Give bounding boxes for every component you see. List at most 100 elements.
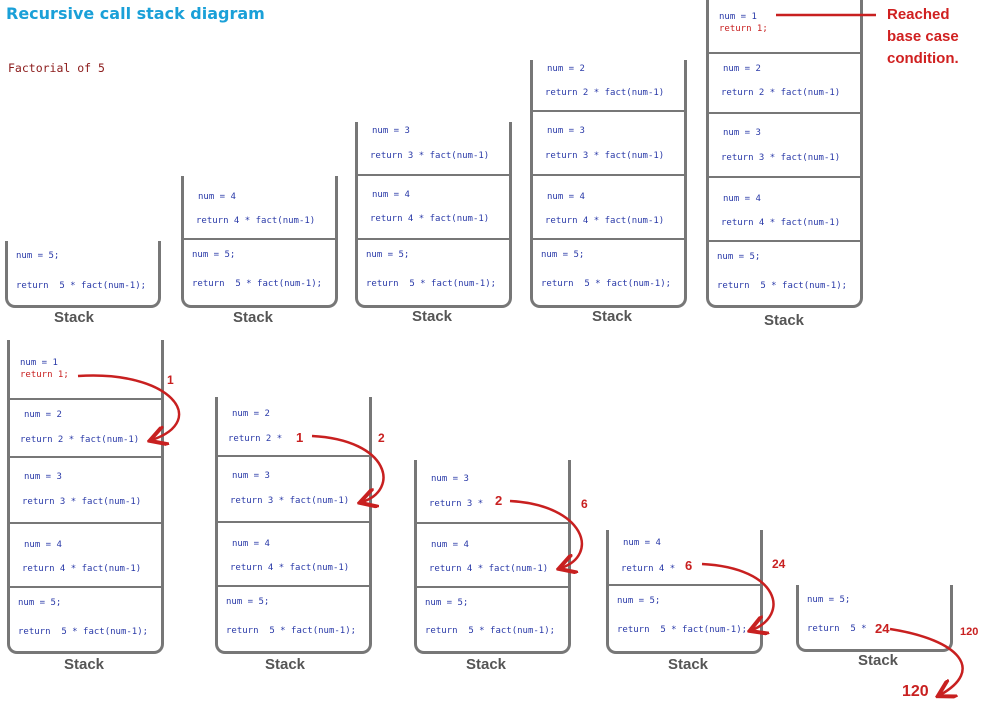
frame-num-1: num = 1 return 1; <box>10 340 161 400</box>
code-line: num = 5; <box>366 250 410 260</box>
stack-label: Stack <box>592 308 633 325</box>
frame-num-4: num = 4 return 4 * fact(num-1) <box>10 524 161 588</box>
stack-bottom-4: num = 4 return 4 * num = 5; return 5 * f… <box>606 530 763 654</box>
code-line: num = 4 <box>547 192 585 202</box>
frame-num-3: num = 3 return 3 * fact(num-1) <box>10 458 161 524</box>
code-line: return 5 * fact(num-1); <box>366 279 497 289</box>
frame-num-3: num = 3 return 3 * fact(num-1) <box>218 457 369 523</box>
code-line: return 4 * fact(num-1) <box>196 216 316 226</box>
note-line: Reached <box>887 6 950 23</box>
code-line: num = 3 <box>723 128 761 138</box>
code-line: num = 2 <box>232 409 270 419</box>
return-value-label: 2 <box>495 493 503 508</box>
code-line: num = 1 <box>20 358 58 368</box>
frame-num-5: num = 5; return 5 * fact(num-1); <box>709 242 860 305</box>
frame-num-2: num = 2 return 2 * fact(num-1) <box>10 400 161 458</box>
frame-num-4: num = 4 return 4 * fact(num-1) <box>358 176 509 240</box>
code-line: return 2 * fact(num-1) <box>545 88 665 98</box>
code-line: num = 2 <box>24 410 62 420</box>
code-line: return 5 * fact(num-1); <box>541 279 672 289</box>
frame-num-3: num = 3 return 3 * <box>417 460 568 524</box>
frame-num-1: num = 1 return 1; <box>709 0 860 54</box>
code-line: return 4 * fact(num-1) <box>230 563 350 573</box>
frame-num-3: num = 3 return 3 * fact(num-1) <box>709 114 860 178</box>
frame-num-5: num = 5; return 5 * fact(num-1); <box>8 241 158 305</box>
stack-top-3: num = 3 return 3 * fact(num-1) num = 4 r… <box>355 122 512 308</box>
stack-top-4: num = 2 return 2 * fact(num-1) num = 3 r… <box>530 60 687 308</box>
code-line: return 4 * fact(num-1) <box>545 216 665 226</box>
code-line: return 3 * fact(num-1) <box>230 496 350 506</box>
code-line: num = 5; <box>541 250 585 260</box>
return-value-label: 1 <box>296 430 304 445</box>
base-case-note: Reached base case condition. <box>887 4 959 70</box>
code-line: num = 4 <box>623 538 661 548</box>
frame-num-5: num = 5; return 5 * fact(num-1); <box>417 588 568 651</box>
code-line: return 2 * fact(num-1) <box>721 88 841 98</box>
code-line: num = 1 <box>719 12 757 22</box>
code-line: num = 3 <box>372 126 410 136</box>
stack-label: Stack <box>668 656 709 673</box>
code-line: return 1; <box>719 24 768 34</box>
code-line: return 5 * <box>807 624 873 634</box>
code-line: num = 5; <box>425 598 469 608</box>
stack-label: Stack <box>858 652 899 669</box>
stack-top-2: num = 4 return 4 * fact(num-1) num = 5; … <box>181 176 338 308</box>
stack-bottom-1: num = 1 return 1; num = 2 return 2 * fac… <box>7 340 164 654</box>
diagram-title: Recursive call stack diagram <box>6 4 265 23</box>
stack-label: Stack <box>233 309 274 326</box>
frame-num-5: num = 5; return 5 * fact(num-1); <box>218 587 369 650</box>
stack-label: Stack <box>64 656 105 673</box>
code-line: return 4 * fact(num-1) <box>370 214 490 224</box>
code-line: return 5 * fact(num-1); <box>717 281 848 291</box>
diagram-subtitle: Factorial of 5 <box>8 61 105 75</box>
code-line: num = 5; <box>192 250 236 260</box>
code-line: num = 4 <box>723 194 761 204</box>
frame-num-5: num = 5; return 5 * fact(num-1); <box>10 588 161 651</box>
frame-num-5: num = 5; return 5 * fact(num-1); <box>533 240 684 304</box>
frame-num-2: num = 2 return 2 * fact(num-1) <box>709 54 860 114</box>
return-value-label: 120 <box>960 626 979 638</box>
code-line: return 4 * fact(num-1) <box>22 564 142 574</box>
frame-num-2: num = 2 return 2 * <box>218 397 369 457</box>
frame-num-5: num = 5; return 5 * fact(num-1); <box>184 240 335 305</box>
stack-top-1: num = 5; return 5 * fact(num-1); <box>5 241 161 308</box>
return-value-label: 6 <box>581 497 588 511</box>
code-line: return 2 * fact(num-1) <box>20 435 140 445</box>
code-line: num = 3 <box>547 126 585 136</box>
stack-bottom-3: num = 3 return 3 * num = 4 return 4 * fa… <box>414 460 571 654</box>
code-line: num = 5; <box>617 596 661 606</box>
code-line: num = 5; <box>226 597 270 607</box>
final-result: 120 <box>902 683 929 700</box>
code-line: num = 4 <box>198 192 236 202</box>
code-line: num = 3 <box>431 474 469 484</box>
code-line: num = 5; <box>717 252 761 262</box>
frame-num-4: num = 4 return 4 * fact(num-1) <box>184 176 335 240</box>
code-line: num = 3 <box>24 472 62 482</box>
stack-top-5: num = 1 return 1; num = 2 return 2 * fac… <box>706 0 863 308</box>
return-value-label: 6 <box>685 558 693 573</box>
return-value-label: 24 <box>772 557 786 571</box>
frame-num-4: num = 4 return 4 * <box>609 530 760 586</box>
code-line: return 5 * fact(num-1); <box>192 279 323 289</box>
code-line: return 3 * <box>429 499 489 509</box>
code-line: return 5 * fact(num-1); <box>226 626 357 636</box>
return-value-label: 24 <box>875 621 890 636</box>
frame-num-5: num = 5; return 5 * <box>799 585 950 649</box>
stack-label: Stack <box>412 308 453 325</box>
code-line: return 4 * fact(num-1) <box>721 218 841 228</box>
code-line: num = 5; <box>16 251 60 261</box>
stack-bottom-2: num = 2 return 2 * num = 3 return 3 * fa… <box>215 397 372 654</box>
frame-num-5: num = 5; return 5 * fact(num-1); <box>609 586 760 651</box>
code-line: return 5 * fact(num-1); <box>425 626 556 636</box>
code-line: return 5 * fact(num-1); <box>617 625 748 635</box>
stack-bottom-5: num = 5; return 5 * <box>796 585 953 652</box>
frame-num-4: num = 4 return 4 * fact(num-1) <box>533 176 684 240</box>
code-line: return 5 * fact(num-1); <box>16 281 147 291</box>
code-line: return 4 * <box>621 564 681 574</box>
code-line: num = 3 <box>232 471 270 481</box>
frame-num-4: num = 4 return 4 * fact(num-1) <box>417 524 568 588</box>
note-line: condition. <box>887 50 959 67</box>
code-line: num = 2 <box>723 64 761 74</box>
code-line: num = 2 <box>547 64 585 74</box>
return-value-label: 1 <box>167 373 174 387</box>
